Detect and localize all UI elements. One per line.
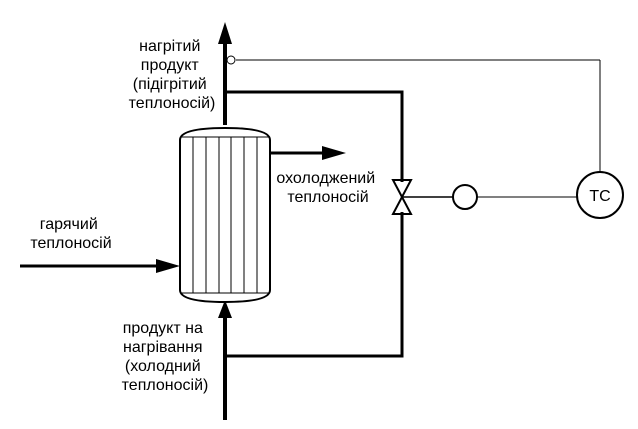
bypass-top-line [225, 90, 404, 182]
product-outlet-arrow [218, 22, 232, 44]
cooled-coolant-label: охолоджений теплоносій [276, 170, 379, 206]
heated-product-label: нагрітий продукт (підігрітий теплоносій) [129, 38, 216, 112]
valve-actuator [452, 184, 478, 210]
control-valve [391, 179, 413, 200]
hot-coolant-label: гарячий теплоносій [30, 216, 111, 252]
control-valve-lower [391, 194, 413, 215]
controller-label: TC [589, 188, 610, 205]
hot-coolant-inlet-arrow [156, 259, 180, 273]
cooled-coolant-outlet-arrow [322, 146, 346, 160]
temperature-sensor [226, 55, 236, 65]
product-to-heat-label: продукт на нагрівання (холодний теплонос… [122, 320, 209, 394]
heat-exchanger [179, 126, 271, 304]
bypass-bottom-line [225, 212, 404, 358]
product-inlet-arrow [218, 300, 232, 318]
heat-exchanger-tubes [180, 136, 270, 294]
